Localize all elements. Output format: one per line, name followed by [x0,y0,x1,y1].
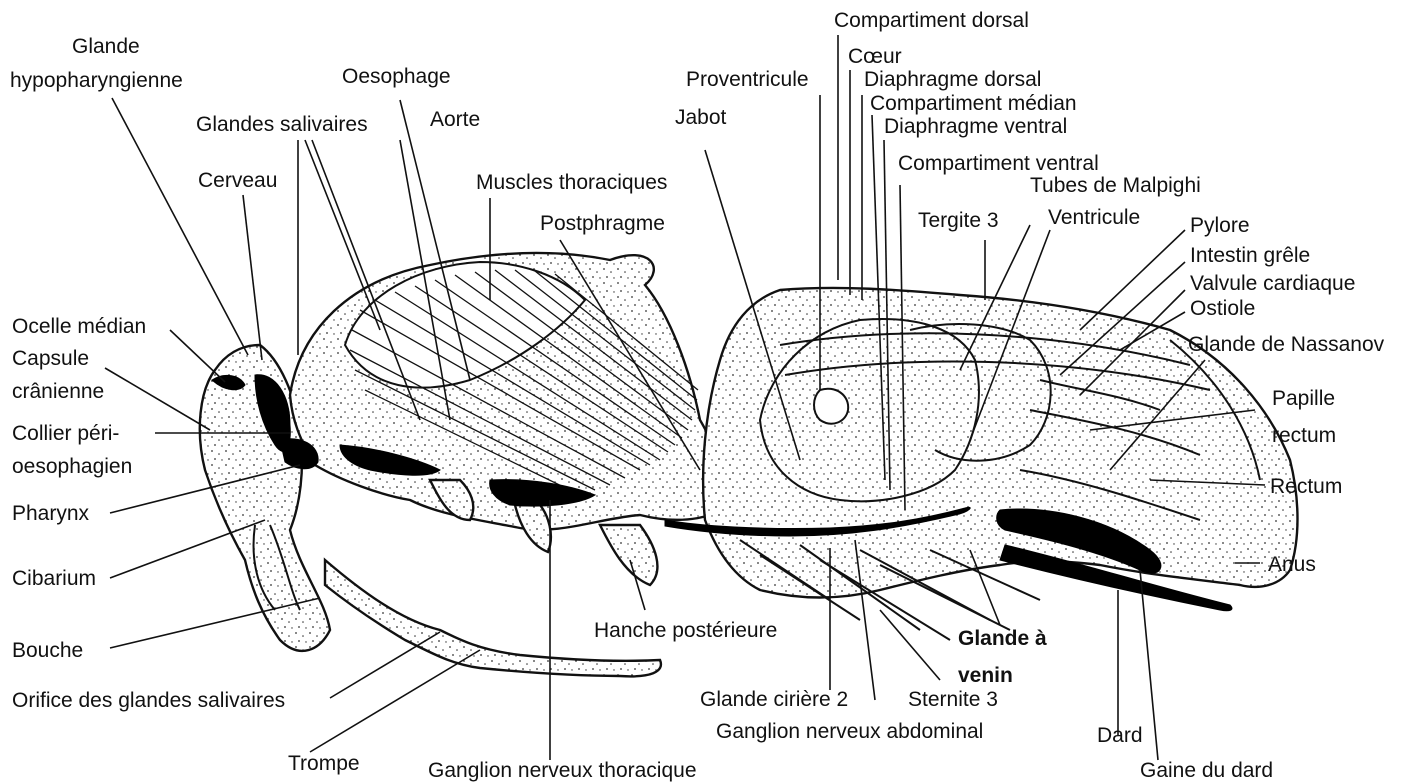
label-aorte: Aorte [430,108,480,131]
label-tergite-3: Tergite 3 [918,209,999,232]
label-pylore: Pylore [1190,214,1250,237]
label-compartiment-dorsal: Compartiment dorsal [834,9,1029,32]
label-cibarium: Cibarium [12,567,96,590]
label-compartiment-median: Compartiment médian [870,92,1077,115]
label-hanche-posterieure: Hanche postérieure [594,619,777,642]
label-dard: Dard [1097,724,1143,747]
label-diaphragme-dorsal: Diaphragme dorsal [864,68,1041,91]
label-proventricule: Proventricule [686,68,809,91]
label-collier-perioesophagien-2: oesophagien [12,455,132,478]
label-sternite-3: Sternite 3 [908,688,998,711]
label-orifice-glandes-salivaires: Orifice des glandes salivaires [12,689,285,712]
label-tubes-malpighi: Tubes de Malpighi [1030,174,1201,197]
label-glande-hypopharyngienne-1: Glande [72,35,140,58]
label-muscles-thoraciques: Muscles thoraciques [476,171,667,194]
label-collier-perioesophagien-1: Collier péri- [12,422,119,445]
label-ganglion-abdominal: Ganglion nerveux abdominal [716,720,983,743]
label-papille-rectum-2: rectum [1272,424,1336,447]
label-anus: Anus [1268,553,1316,576]
label-pharynx: Pharynx [12,502,90,525]
label-trompe: Trompe [288,752,360,775]
label-glande-hypopharyngienne-2: hypopharyngienne [10,69,183,92]
label-gaine-du-dard: Gaine du dard [1140,759,1273,782]
label-glande-ciriere: Glande cirière 2 [700,688,848,711]
label-ganglion-thoracique: Ganglion nerveux thoracique [428,759,697,782]
label-intestin-grele: Intestin grêle [1190,244,1310,267]
label-glande-venin-2: venin [958,664,1013,687]
label-glande-nassanov: Glande de Nassanov [1188,333,1385,356]
label-cerveau: Cerveau [198,169,277,192]
label-rectum: Rectum [1270,475,1342,498]
label-glandes-salivaires: Glandes salivaires [196,113,368,136]
label-ocelle-median: Ocelle médian [12,315,146,338]
label-jabot: Jabot [675,106,727,129]
label-oesophage: Oesophage [342,65,451,88]
label-ostiole: Ostiole [1190,297,1255,320]
label-diaphragme-ventral: Diaphragme ventral [884,115,1067,138]
label-bouche: Bouche [12,639,83,662]
label-coeur: Cœur [848,45,902,68]
label-postphragme: Postphragme [540,212,665,235]
label-glande-venin-1: Glande à [958,627,1047,650]
label-papille-rectum-1: Papille [1272,387,1335,410]
label-capsule-cranienne-2: crânienne [12,380,104,403]
label-ventricule: Ventricule [1048,206,1140,229]
label-capsule-cranienne-1: Capsule [12,347,89,370]
label-compartiment-ventral: Compartiment ventral [898,152,1099,175]
label-valvule-cardiaque: Valvule cardiaque [1190,272,1355,295]
